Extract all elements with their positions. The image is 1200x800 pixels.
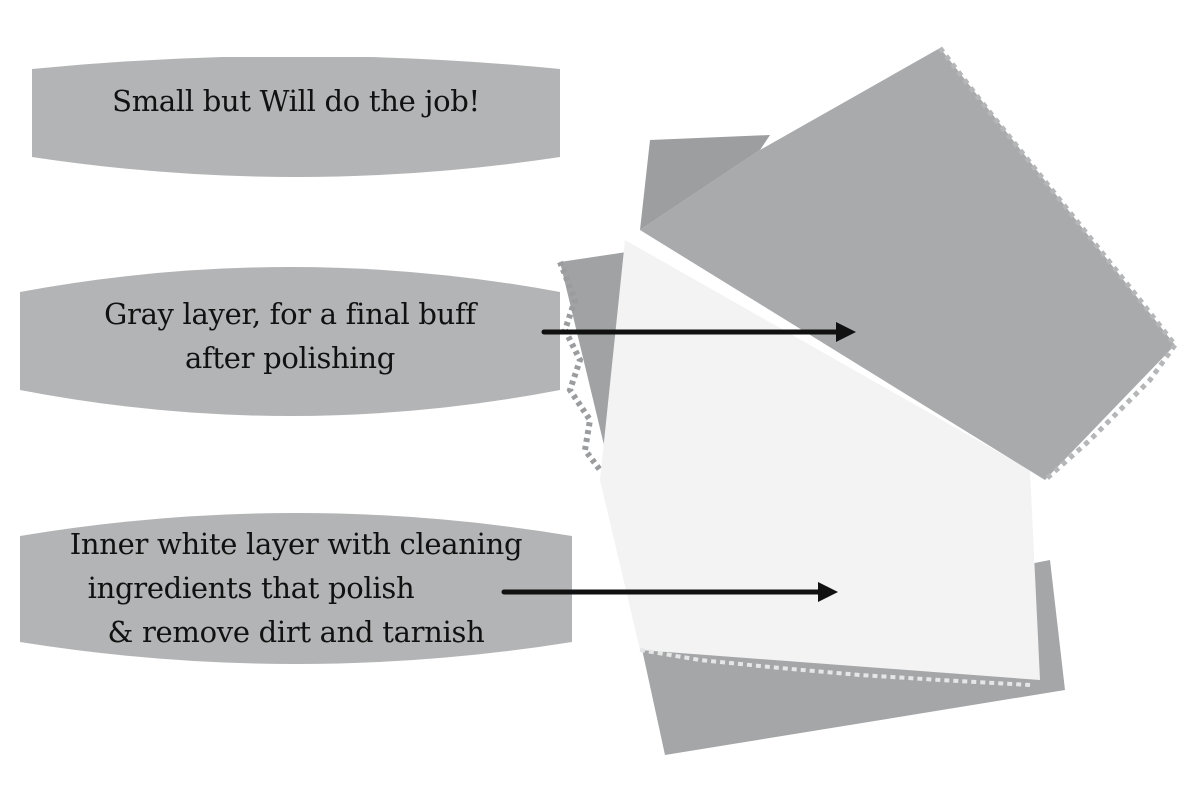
label-line: ingredients that polish	[87, 571, 415, 605]
arrow-right-icon	[501, 582, 838, 602]
white-inner-cloth	[600, 240, 1040, 687]
arrow-right-icon	[541, 322, 856, 342]
label-line: Gray layer, for a final buff	[104, 297, 476, 331]
banner-size-note: Small but Will do the job!	[32, 57, 560, 185]
banner-shape	[20, 267, 560, 416]
gray-layer-text: Gray layer, for a final buff after polis…	[20, 292, 560, 380]
front-gray-cloth	[640, 46, 1178, 482]
label-line: Small but Will do the job!	[112, 84, 480, 118]
banner-gray-layer: Gray layer, for a final buff after polis…	[20, 262, 560, 422]
white-layer-text: Inner white layer with cleaning ingredie…	[20, 522, 572, 654]
banner-shape	[32, 57, 560, 177]
label-line: Inner white layer with cleaning	[69, 527, 523, 561]
size-note-text: Small but Will do the job!	[32, 79, 560, 123]
banner-white-layer: Inner white layer with cleaning ingredie…	[20, 508, 572, 670]
banner-shape	[20, 513, 572, 664]
label-line: after polishing	[184, 341, 396, 375]
label-line: & remove dirt and tarnish	[107, 615, 485, 649]
